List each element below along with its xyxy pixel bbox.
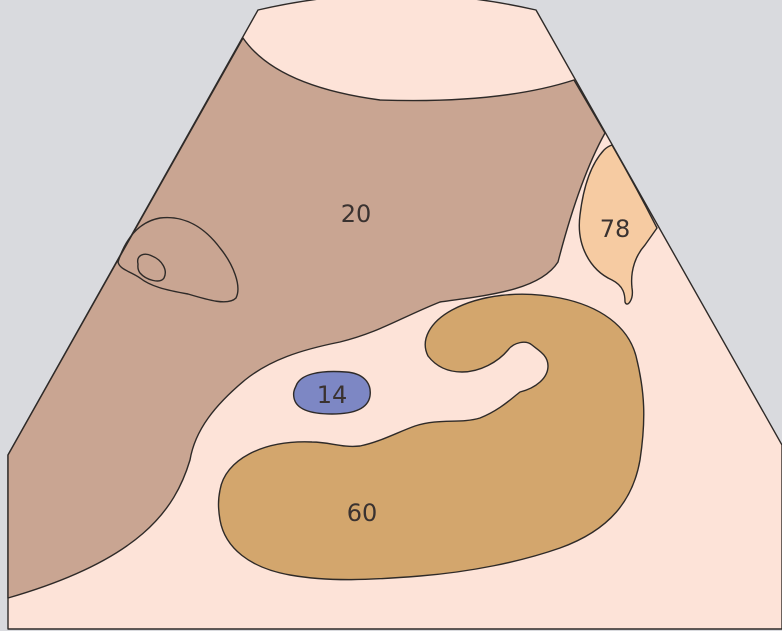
- label-20: 20: [341, 200, 372, 228]
- label-60: 60: [347, 499, 378, 527]
- label-14: 14: [317, 381, 348, 409]
- label-78: 78: [600, 215, 631, 243]
